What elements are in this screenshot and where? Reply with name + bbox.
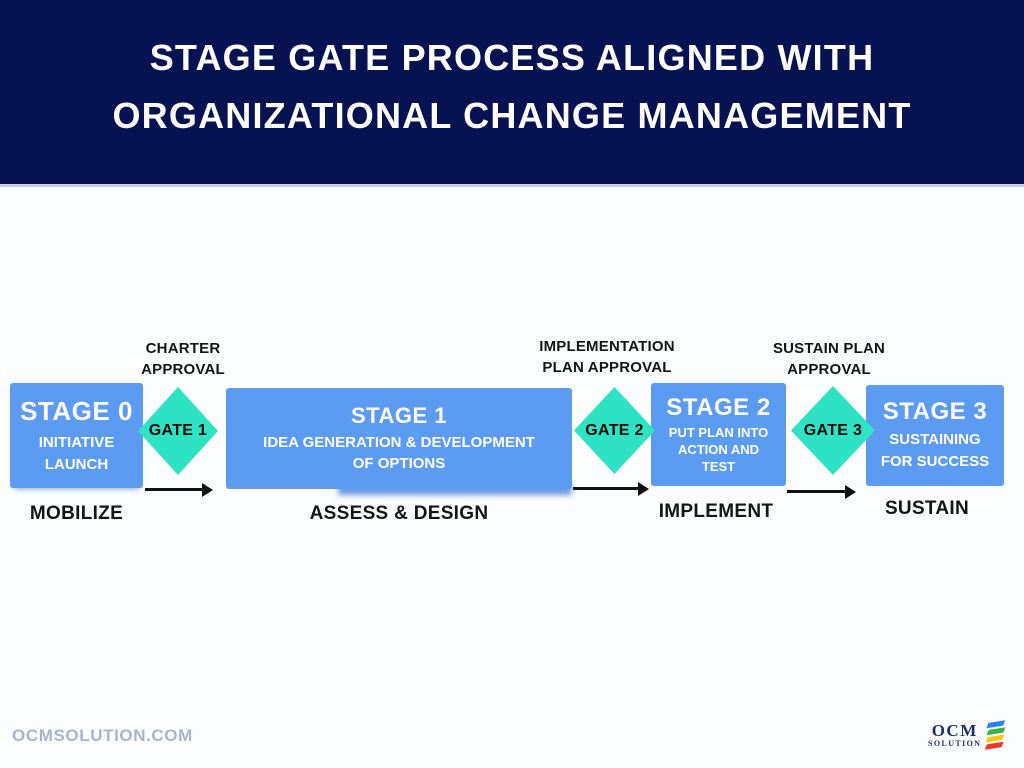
stage-2-box: STAGE 2 PUT PLAN INTO ACTION AND TEST (651, 383, 786, 486)
gate-3-approval-label: SUSTAIN PLAN APPROVAL (729, 338, 929, 380)
page-title-line-2: ORGANIZATIONAL CHANGE MANAGEMENT (112, 95, 912, 136)
gate-3-approval-line-2: APPROVAL (787, 361, 871, 378)
stage-0-title: STAGE 0 (20, 395, 133, 426)
arrow-stage2-to-stage3-icon (787, 484, 856, 499)
stage-1-box-shadow (338, 484, 572, 495)
gate-1-approval-label: CHARTER APPROVAL (83, 338, 283, 380)
stage-1-subtitle: IDEA GENERATION & DEVELOPMENT OF OPTIONS (263, 432, 535, 474)
gate-2-approval-line-2: PLAN APPROVAL (542, 359, 672, 376)
gate-1-approval-line-2: APPROVAL (141, 361, 225, 378)
logo-text-solution: SOLUTION (928, 739, 982, 748)
stage-3-title: STAGE 3 (882, 398, 988, 425)
stage-1-subtitle-line-2: OF OPTIONS (352, 455, 446, 472)
stage-1-title: STAGE 1 (350, 403, 447, 428)
title-banner: STAGE GATE PROCESS ALIGNED WITH ORGANIZA… (0, 0, 1024, 187)
logo-text-ocm: OCM (931, 721, 978, 740)
gate-2-label: GATE 2 (585, 421, 644, 439)
gate-3-label: GATE 3 (803, 421, 863, 439)
gate-1-diamond: GATE 1 (138, 387, 218, 475)
phase-label-implement: IMPLEMENT (658, 501, 774, 522)
page-title-line-1: STAGE GATE PROCESS ALIGNED WITH (149, 37, 875, 78)
stage-2-subtitle-line-1: PUT PLAN INTO (668, 425, 769, 440)
stage-3-subtitle-line-1: SUSTAINING (889, 431, 981, 448)
phase-label-sustain: SUSTAIN (884, 498, 970, 519)
phase-label-mobilize: MOBILIZE (29, 503, 124, 524)
gate-2-approval-label: IMPLEMENTATION PLAN APPROVAL (482, 336, 732, 378)
stage-3-box: STAGE 3 SUSTAINING FOR SUCCESS (866, 385, 1004, 486)
stage-1-subtitle-line-1: IDEA GENERATION & DEVELOPMENT (263, 434, 535, 451)
stage-2-subtitle-line-2: ACTION AND (677, 442, 760, 457)
stage-2-title: STAGE 2 (666, 394, 771, 421)
stage-3-subtitle-line-2: FOR SUCCESS (880, 453, 990, 470)
gate-3-approval-line-1: SUSTAIN PLAN (772, 340, 886, 357)
gate-1-label: GATE 1 (148, 422, 208, 439)
stage-0-box: STAGE 0 INITIATIVE LAUNCH (10, 383, 143, 488)
arrow-stage0-to-stage1-icon (145, 482, 213, 497)
stage-0-subtitle-line-1: INITIATIVE (38, 433, 115, 451)
stage-0-subtitle: INITIATIVE LAUNCH (39, 432, 115, 476)
gate-2-approval-line-1: IMPLEMENTATION (539, 338, 675, 355)
ocm-solution-logo: OCM SOLUTION (928, 720, 1009, 750)
logo-bar-red (985, 741, 1004, 750)
logo-bars-icon (983, 720, 1009, 750)
arrow-stage1-to-stage2-icon (573, 481, 649, 496)
website-watermark: OCMSOLUTION.COM (12, 726, 193, 745)
stage-2-subtitle: PUT PLAN INTO ACTION AND TEST (669, 424, 768, 475)
gate-2-diamond: GATE 2 (574, 387, 655, 474)
logo-wordmark: OCM SOLUTION (928, 722, 981, 748)
stage-2-subtitle-line-3: TEST (701, 459, 736, 474)
stage-0-subtitle-line-2: LAUNCH (44, 455, 109, 473)
gate-3-diamond: GATE 3 (791, 386, 875, 475)
stage-1-box: STAGE 1 IDEA GENERATION & DEVELOPMENT OF… (226, 388, 572, 489)
stage-3-subtitle: SUSTAINING FOR SUCCESS (881, 429, 989, 473)
gate-1-approval-line-1: CHARTER (145, 340, 221, 357)
phase-label-assess-design: ASSESS & DESIGN (309, 503, 489, 524)
